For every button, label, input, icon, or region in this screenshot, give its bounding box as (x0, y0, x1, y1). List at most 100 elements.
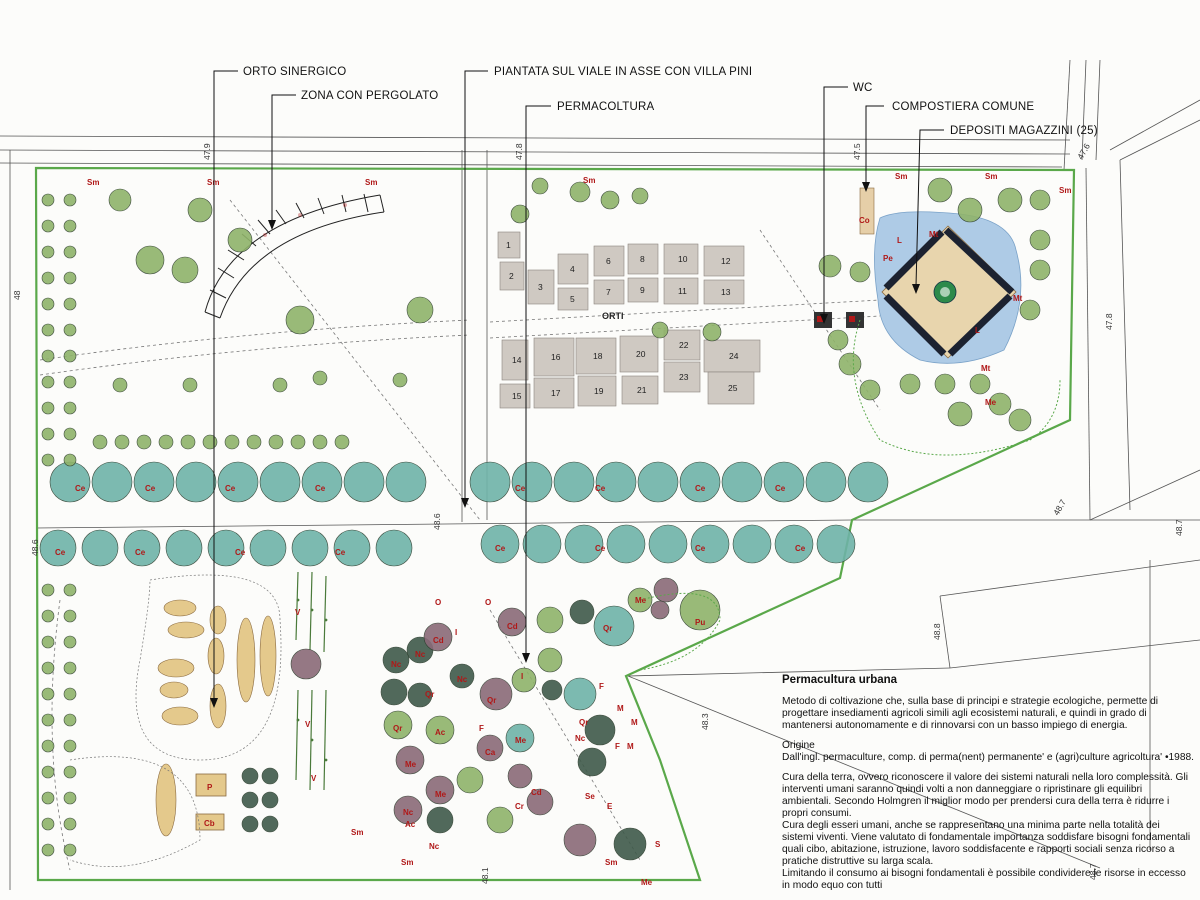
tree (123, 529, 161, 567)
plot-number: 3 (538, 282, 543, 292)
elevation-label: 47.5 (852, 143, 862, 160)
tree (395, 745, 425, 775)
tree (732, 524, 772, 564)
species-code: L (897, 236, 902, 245)
svg-text:P: P (207, 783, 213, 792)
species-code: Sm (985, 172, 997, 181)
plot-number: 10 (678, 254, 688, 264)
species-code: Ce (515, 484, 526, 493)
tree (261, 767, 279, 785)
species-code: Sm (365, 178, 377, 187)
callout-permacoltura: PERMACOLTURA (557, 101, 655, 113)
species-code: Sm (605, 858, 617, 867)
plot-number: 24 (729, 351, 739, 361)
species-code: F (599, 682, 604, 691)
tree (531, 177, 549, 195)
species-code: Ce (595, 484, 606, 493)
tree (246, 434, 262, 450)
tree (63, 843, 77, 857)
species-code: I (455, 628, 457, 637)
tree (343, 461, 385, 503)
tree (285, 305, 315, 335)
tree (425, 775, 455, 805)
tree (133, 461, 175, 503)
tree (63, 297, 77, 311)
species-code: M (627, 742, 634, 751)
plot-numbers: 1234567891011121314151617181920212223242… (506, 240, 739, 401)
tree (537, 647, 563, 673)
tree (476, 734, 504, 762)
tree (927, 177, 953, 203)
tree (380, 678, 408, 706)
plot-number: 5 (570, 294, 575, 304)
tree (522, 524, 562, 564)
tree (41, 453, 55, 467)
tree (41, 635, 55, 649)
plot-number: 16 (551, 352, 561, 362)
tree (507, 763, 533, 789)
tree (469, 461, 511, 503)
species-code: Me (635, 596, 647, 605)
plot-number: 12 (721, 256, 731, 266)
tree (564, 524, 604, 564)
tree (569, 599, 595, 625)
tree (563, 677, 597, 711)
legend-origin-heading: Origine (782, 740, 815, 752)
species-code: Ce (135, 548, 146, 557)
tree (690, 524, 730, 564)
tree (41, 349, 55, 363)
tree (114, 434, 130, 450)
species-code: Nc (391, 660, 402, 669)
tree (382, 646, 410, 674)
elevation-label: 48.7 (1088, 863, 1098, 880)
tree (763, 461, 805, 503)
tree (41, 375, 55, 389)
tree (41, 271, 55, 285)
species-code: Me (405, 760, 417, 769)
tree (702, 322, 722, 342)
tree (63, 791, 77, 805)
species-code: Mt (1013, 294, 1023, 303)
tree (449, 663, 475, 689)
species-code: V (295, 608, 301, 617)
tree (165, 529, 203, 567)
tree (63, 713, 77, 727)
tree (541, 679, 563, 701)
species-code: Ce (235, 548, 246, 557)
tree (653, 577, 679, 603)
tree (1029, 259, 1051, 281)
tree (41, 583, 55, 597)
tree (312, 370, 328, 386)
species-code: Cd (507, 622, 518, 631)
species-code: Co (859, 216, 870, 225)
tree (1029, 189, 1051, 211)
species-code: S (655, 840, 661, 849)
tree (818, 254, 842, 278)
legend-paragraph-1: Cura della terra, ovvero riconoscere il … (782, 772, 1188, 820)
orti-label: ORTI (602, 311, 624, 321)
tree (1019, 299, 1041, 321)
tree (651, 321, 669, 339)
trees (39, 177, 1051, 861)
tree (259, 461, 301, 503)
plot-number: 25 (728, 383, 738, 393)
tree (41, 713, 55, 727)
tree (39, 529, 77, 567)
plot-number: 11 (678, 286, 687, 296)
legend-title: Permacultura urbana (782, 674, 898, 686)
species-code: Pu (695, 618, 705, 627)
tree (217, 461, 259, 503)
species-code: Ce (695, 544, 706, 553)
tree (41, 219, 55, 233)
species-code: Ce (695, 484, 706, 493)
tree (827, 329, 849, 351)
tree (108, 188, 132, 212)
tree (536, 606, 564, 634)
species-code: Ce (315, 484, 326, 493)
species-code: Ce (795, 544, 806, 553)
tree (553, 461, 595, 503)
tree (1029, 229, 1051, 251)
tree (957, 197, 983, 223)
